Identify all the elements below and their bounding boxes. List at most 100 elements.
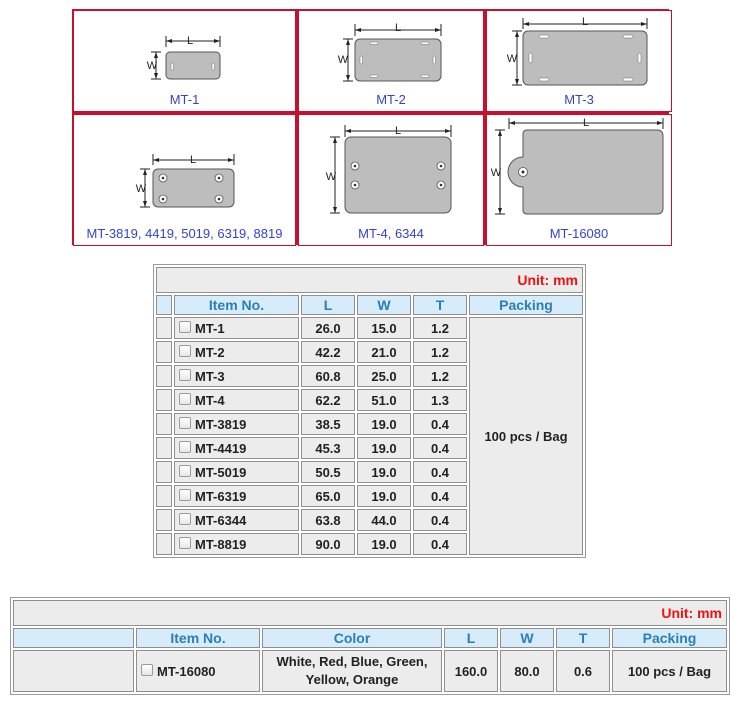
item-checkbox[interactable] xyxy=(179,440,191,453)
diagram-caption: MT-3819, 4419, 5019, 6319, 8819 xyxy=(86,226,283,241)
item-cell: MT-1 xyxy=(174,317,299,339)
header-blank xyxy=(156,295,172,315)
item-code: MT-5019 xyxy=(195,465,247,481)
item-code: MT-16080 xyxy=(157,664,216,680)
item-checkbox[interactable] xyxy=(179,320,191,333)
header-t: T xyxy=(556,628,610,648)
item-code: MT-4419 xyxy=(195,441,247,457)
diagram-mt-16080: L W MT-16080 xyxy=(486,114,672,246)
item-cell: MT-8819 xyxy=(174,533,299,555)
header-l: L xyxy=(444,628,498,648)
header-color: Color xyxy=(262,628,442,648)
diagram-caption: MT-1 xyxy=(169,92,200,107)
l-cell: 63.8 xyxy=(301,509,355,531)
dim-w-label: W xyxy=(136,183,147,195)
l-cell: 42.2 xyxy=(301,341,355,363)
item-checkbox[interactable] xyxy=(179,416,191,429)
w-cell: 19.0 xyxy=(357,413,411,435)
w-cell: 51.0 xyxy=(357,389,411,411)
header-item-no: Item No. xyxy=(136,628,260,648)
l-cell: 26.0 xyxy=(301,317,355,339)
header-row: Item No. Color L W T Packing xyxy=(13,628,727,648)
diagram-mt-1: L W MT-1 xyxy=(73,10,296,112)
item-checkbox[interactable] xyxy=(179,344,191,357)
t-cell: 0.4 xyxy=(413,437,467,459)
diagram-grid: L W MT-1 L W MT xyxy=(72,9,672,246)
table-row: MT-16080 White, Red, Blue, Green, Yellow… xyxy=(13,650,727,692)
color-line-2: Yellow, Orange xyxy=(305,672,399,687)
dim-l-label: L xyxy=(582,16,588,28)
row-lead xyxy=(156,413,172,435)
mt-3819-drawing: L W xyxy=(136,154,235,208)
item-checkbox[interactable] xyxy=(179,464,191,477)
l-cell: 62.2 xyxy=(301,389,355,411)
diagram-caption: MT-4, 6344 xyxy=(358,226,424,241)
header-w: W xyxy=(500,628,554,648)
header-packing: Packing xyxy=(612,628,727,648)
item-checkbox[interactable] xyxy=(179,392,191,405)
item-code: MT-3 xyxy=(195,369,225,385)
item-cell: MT-4419 xyxy=(174,437,299,459)
t-cell: 0.4 xyxy=(413,533,467,555)
dim-w-label: W xyxy=(491,167,502,179)
w-cell: 15.0 xyxy=(357,317,411,339)
t-cell: 0.4 xyxy=(413,413,467,435)
item-code: MT-2 xyxy=(195,345,225,361)
item-checkbox[interactable] xyxy=(179,512,191,525)
diagram-mt-4: L W MT-4, 6344 xyxy=(298,114,484,246)
dim-l-label: L xyxy=(190,154,196,166)
item-cell: MT-6319 xyxy=(174,485,299,507)
l-cell: 160.0 xyxy=(444,650,498,692)
packing-cell: 100 pcs / Bag xyxy=(612,650,727,692)
row-lead xyxy=(156,317,172,339)
row-lead xyxy=(156,389,172,411)
l-cell: 90.0 xyxy=(301,533,355,555)
diagram-caption: MT-3 xyxy=(564,92,594,107)
row-lead xyxy=(156,437,172,459)
item-checkbox[interactable] xyxy=(179,488,191,501)
row-lead xyxy=(13,650,134,692)
dim-w-label: W xyxy=(338,54,349,66)
item-code: MT-6344 xyxy=(195,513,247,529)
t-cell: 0.4 xyxy=(413,509,467,531)
unit-label: Unit: mm xyxy=(156,267,583,293)
item-checkbox[interactable] xyxy=(179,368,191,381)
item-code: MT-3819 xyxy=(195,417,247,433)
item-code: MT-1 xyxy=(195,321,225,337)
mt-16080-drawing: L W xyxy=(491,117,664,215)
row-lead xyxy=(156,341,172,363)
l-cell: 50.5 xyxy=(301,461,355,483)
packing-cell: 100 pcs / Bag xyxy=(469,317,583,555)
mt-3-drawing: L W xyxy=(507,16,648,86)
dim-w-label: W xyxy=(507,53,518,65)
header-packing: Packing xyxy=(469,295,583,315)
row-lead xyxy=(156,533,172,555)
item-cell: MT-3 xyxy=(174,365,299,387)
row-lead xyxy=(156,485,172,507)
spec-table-mt-16080: Unit: mm Item No. Color L W T Packing MT… xyxy=(10,597,730,695)
t-cell: 1.2 xyxy=(413,317,467,339)
header-item-no: Item No. xyxy=(174,295,299,315)
w-cell: 19.0 xyxy=(357,533,411,555)
item-code: MT-4 xyxy=(195,393,225,409)
unit-label: Unit: mm xyxy=(13,600,727,626)
dim-l-label: L xyxy=(395,125,401,137)
mt-1-drawing: L W xyxy=(147,35,221,80)
w-cell: 19.0 xyxy=(357,461,411,483)
row-lead xyxy=(156,461,172,483)
l-cell: 65.0 xyxy=(301,485,355,507)
w-cell: 21.0 xyxy=(357,341,411,363)
t-cell: 1.2 xyxy=(413,341,467,363)
mt-4-drawing: L W xyxy=(326,125,452,214)
item-checkbox[interactable] xyxy=(179,536,191,549)
item-checkbox[interactable] xyxy=(141,663,153,676)
